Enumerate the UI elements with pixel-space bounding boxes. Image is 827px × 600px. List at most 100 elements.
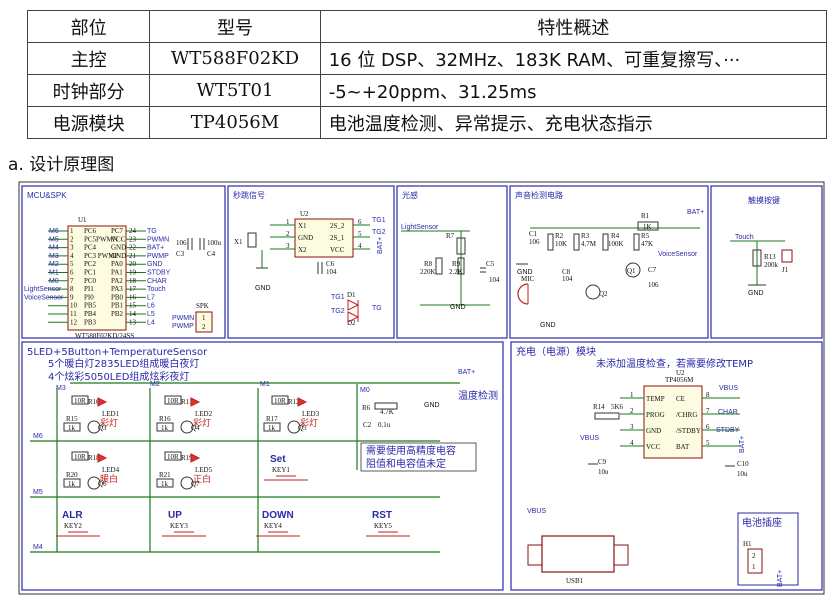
res-ref: R12 (288, 398, 300, 406)
key-label: ALR (62, 510, 83, 521)
res-ref: R19 (181, 454, 193, 462)
led-ref: LED1 (102, 410, 120, 418)
spk-net: PWMP (172, 323, 194, 330)
net-label: LightSensor (24, 286, 62, 293)
table-row: 电源模块 TP4056M 电池温度检测、异常提示、充电状态指示 (26, 106, 827, 139)
res-value: 1k (268, 424, 276, 432)
spec-table: 部位 型号 特性概述 主控 WT588F02KD 16 位 DSP、32MHz、… (26, 10, 827, 139)
pin-number: 1 (630, 391, 634, 399)
transistor (287, 420, 301, 434)
gnd-label: GND (517, 269, 533, 276)
key-ref: KEY2 (64, 522, 82, 530)
transistor (87, 420, 101, 434)
pin-number: 8 (70, 285, 74, 293)
res-ref: R16 (159, 415, 171, 423)
pin-number: 4 (630, 439, 634, 447)
panel-title: 5LED+5Button+TemperatureSensor (27, 347, 208, 358)
key-label: RST (372, 510, 392, 521)
net-label: L7 (147, 294, 155, 301)
led-color-label: 彩灯 (193, 418, 211, 429)
pin-label: BAT (676, 443, 690, 451)
key-ref: KEY4 (264, 522, 282, 530)
pin-number: 24 (129, 227, 137, 235)
pin-number: 12 (70, 318, 78, 326)
res-ref: R5 (641, 232, 650, 240)
net-voice: VoiceSensor (658, 251, 698, 258)
key-ref: KEY5 (374, 522, 392, 530)
pin-label: PI1 (84, 285, 94, 293)
net-label: L6 (147, 303, 155, 310)
panel-note: 未添加温度检查，若需要修改TEMP (596, 357, 753, 370)
panel-touch: 触摸按键 Touch R13 200k J1 GND (710, 185, 823, 339)
pin-label: PC5PWMN (84, 235, 118, 243)
panel-title: 秒跳信号 (233, 190, 265, 200)
cap-value: 104 (326, 268, 337, 276)
pin-number: 8 (706, 391, 710, 399)
res-ref: R20 (66, 471, 78, 479)
res-value: 4.7K (380, 408, 394, 416)
pin-number: 1 (286, 218, 290, 226)
temp-note: 需要使用高精度电容 (366, 444, 456, 457)
res-value: 10R (274, 397, 286, 405)
pin-label: /CHRG (676, 411, 697, 419)
gnd-label: GND (255, 285, 271, 292)
ic-body (294, 218, 354, 258)
net-label: Touch (147, 286, 166, 293)
panel-title: 触摸按键 (748, 195, 780, 205)
panel-note: 5个暖白灯2835LED组成暖白夜灯 (48, 357, 199, 370)
net-bat: BAT+ (687, 209, 704, 216)
cap-ref: C3 (176, 250, 185, 258)
pin-number: 7 (706, 407, 710, 415)
pin-number: 17 (129, 285, 137, 293)
pin-label: /STDBY (676, 427, 701, 435)
transistor-ref: Q3 (98, 424, 107, 432)
spk-pin: 2 (202, 323, 206, 331)
res-ref: R10 (88, 398, 100, 406)
res-ref: R4 (611, 232, 620, 240)
pin-number: 3 (70, 244, 74, 252)
pin-number: 4 (358, 242, 362, 250)
net-label: VoiceSensor (24, 294, 64, 301)
pin-label: PB0 (111, 293, 124, 301)
resistor (164, 451, 182, 461)
resistor (63, 422, 81, 432)
transistor-ref: Q7 (191, 480, 200, 488)
net-label: M4 (49, 245, 59, 252)
pin-label: VCC (330, 246, 345, 254)
net-label: M1 (49, 270, 59, 277)
res-ref: R18 (88, 454, 100, 462)
led-ref: LED3 (302, 410, 320, 418)
cell-model: TP4056M (149, 106, 321, 139)
res-value: 1K (643, 223, 652, 231)
diode-ref: D2 (347, 319, 356, 327)
cell-features: 电池温度检测、异常提示、充电状态指示 (319, 106, 827, 139)
net-label: STDBY (147, 270, 171, 277)
net-vbus: VBUS (580, 435, 599, 442)
net-label: M1 (260, 381, 270, 388)
pin-label: VCC (646, 443, 661, 451)
res-value: 10R (74, 453, 86, 461)
cap-value: 106 (648, 281, 659, 289)
net-label: M3 (56, 385, 66, 392)
led-color-label: 彩灯 (300, 418, 318, 429)
res-value: 5K6 (611, 403, 624, 411)
res-value: 10K (555, 240, 567, 248)
pin-number: 2 (630, 407, 634, 415)
res-value: 200k (764, 261, 779, 269)
pin-label: PC1 (84, 269, 97, 277)
pin-number: 13 (129, 318, 137, 326)
net-label: CHAR (147, 278, 167, 285)
ic-ref: U2 (676, 369, 685, 377)
pin-label: PC2 (84, 260, 97, 268)
res-value: 1k (161, 424, 169, 432)
pin-number: 20 (129, 260, 137, 268)
led-ref: LED2 (195, 410, 213, 418)
res-ref: R14 (593, 403, 605, 411)
res-ref: R3 (581, 232, 590, 240)
net-label: M2 (49, 261, 59, 268)
panel-led: 5LED+5Button+TemperatureSensor 5个暖白灯2835… (21, 341, 504, 591)
net-tg2: TG2 (331, 308, 345, 315)
cap-ref: C7 (648, 266, 657, 274)
res-ref: R13 (764, 253, 776, 261)
